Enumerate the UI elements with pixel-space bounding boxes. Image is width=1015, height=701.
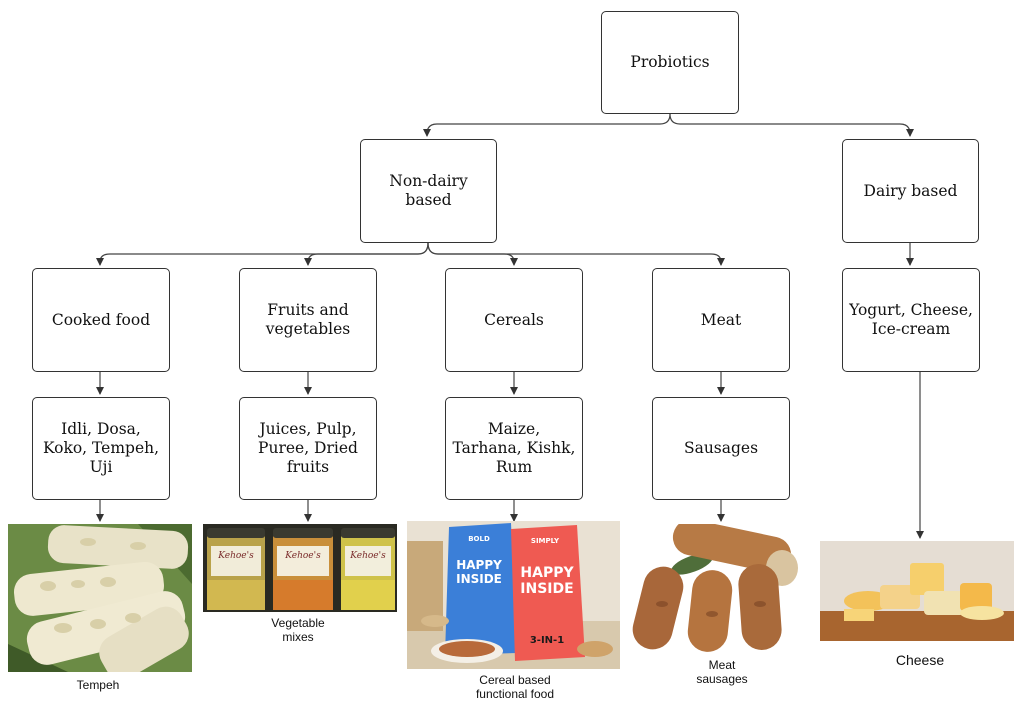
meat-examples-box: Sausages	[652, 397, 790, 500]
meat-label: Meat	[700, 310, 742, 329]
jar-label-2: Kehoe's	[284, 551, 321, 561]
bag-brand-2-line1: HAPPY	[520, 565, 574, 581]
meat-examples-label: Sausages	[683, 439, 759, 457]
vegetable-mixes-photo: Kehoe's Kehoe's Kehoe's	[203, 524, 397, 612]
jar-label-3: Kehoe's	[349, 551, 386, 561]
cereal-functional-food-photo: BOLD SIMPLY HAPPY INSIDE HAPPY INSIDE 3-…	[407, 521, 620, 669]
non-dairy-label: Non-dairy based	[389, 172, 468, 209]
probiotics-box: Probiotics	[601, 11, 739, 114]
connector-root-dairy	[669, 113, 914, 137]
fruits-examples-label: Juices, Pulp, Puree, Dried fruits	[258, 420, 358, 476]
tempeh-caption: Tempeh	[76, 678, 120, 692]
fruits-vegetables-box: Fruits and vegetables	[239, 268, 377, 372]
cheese-caption: Cheese	[895, 652, 945, 668]
cereals-label: Cereals	[484, 310, 544, 329]
dairy-label: Dairy based	[863, 181, 958, 200]
cooked-food-label: Cooked food	[51, 310, 151, 329]
bag-power-text: 3-IN-1	[530, 635, 564, 646]
dairy-products-box: Yogurt, Cheese, Ice-cream	[842, 268, 980, 372]
dairy-products-label: Yogurt, Cheese, Ice-cream	[849, 301, 973, 338]
cooked-examples-box: Idli, Dosa, Koko, Tempeh, Uji	[32, 397, 170, 500]
fruits-vegetables-label: Fruits and vegetables	[265, 301, 351, 338]
meat-sausages-caption: Meat sausages	[696, 658, 748, 686]
dairy-box: Dairy based	[842, 139, 979, 243]
meat-sausages-photo	[632, 524, 812, 654]
bag-brand-2-line2: INSIDE	[520, 581, 573, 597]
cereals-examples-label: Maize, Tarhana, Kishk, Rum	[452, 420, 576, 476]
cheese-photo	[820, 541, 1014, 641]
jar-label-1: Kehoe's	[217, 551, 254, 561]
tempeh-photo	[8, 524, 192, 672]
vegetable-mixes-caption: Vegetable mixes	[271, 616, 325, 644]
bag-brand-1-line2: INSIDE	[456, 572, 502, 586]
cereals-box: Cereals	[445, 268, 583, 372]
connector-root	[423, 113, 671, 137]
fruits-examples-box: Juices, Pulp, Puree, Dried fruits	[239, 397, 377, 500]
non-dairy-box: Non-dairy based	[360, 139, 497, 243]
bag-small-text-2: SIMPLY	[531, 537, 560, 545]
cooked-food-box: Cooked food	[32, 268, 170, 372]
cooked-examples-label: Idli, Dosa, Koko, Tempeh, Uji	[42, 420, 160, 476]
cereal-functional-food-caption: Cereal based functional food	[475, 673, 555, 701]
probiotics-label: Probiotics	[630, 53, 710, 71]
cereals-examples-box: Maize, Tarhana, Kishk, Rum	[445, 397, 583, 500]
bag-small-text-1: BOLD	[468, 535, 490, 543]
meat-box: Meat	[652, 268, 790, 372]
bag-brand-1-line1: HAPPY	[456, 558, 502, 572]
connector-nondairy-fruits	[304, 242, 429, 266]
connector-nondairy-meat	[427, 242, 725, 266]
